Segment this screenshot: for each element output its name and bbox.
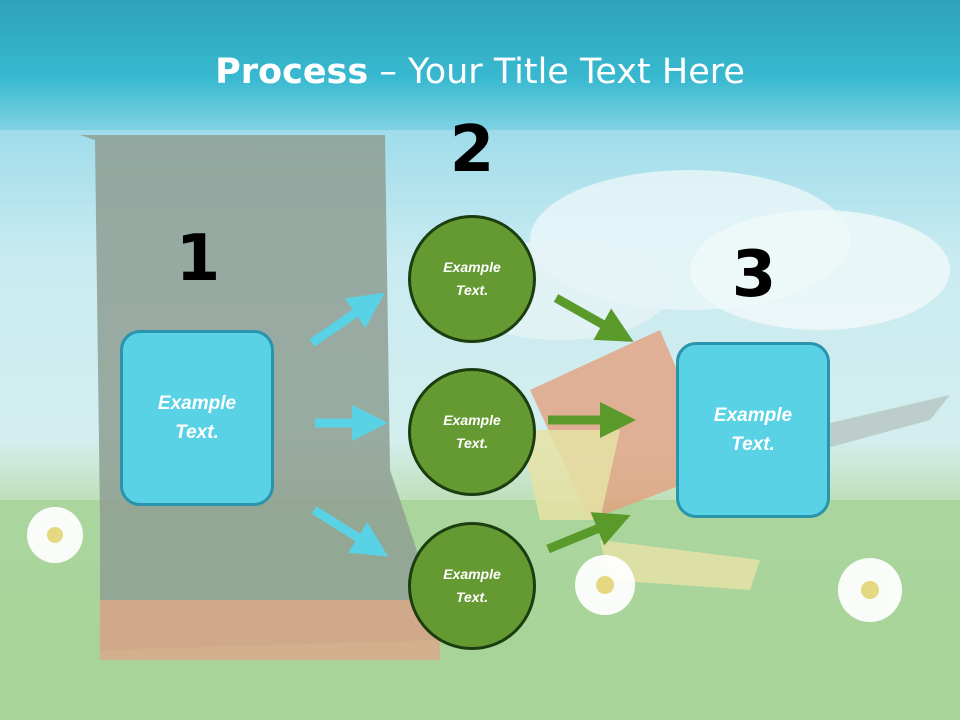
title-dash: – — [368, 52, 408, 92]
arrow-blue-up — [309, 292, 385, 347]
step-1-box[interactable]: Example Text. — [120, 330, 274, 506]
circle-top-text: Example Text. — [443, 259, 501, 298]
step-3-box[interactable]: Example Text. — [676, 342, 830, 518]
arrow-green-up — [546, 512, 631, 554]
step-2-circle-middle[interactable]: Example Text. — [408, 368, 536, 496]
circle-middle-text: Example Text. — [443, 412, 501, 451]
circle-bottom-text: Example Text. — [443, 566, 501, 605]
step-number-3: 3 — [731, 238, 777, 312]
title-rest: Your Title Text Here — [407, 52, 745, 92]
step-number-2: 2 — [449, 113, 495, 187]
arrow-green-down — [553, 294, 634, 342]
step-2-circle-bottom[interactable]: Example Text. — [408, 522, 536, 650]
title-bold: Process — [215, 52, 369, 92]
arrow-blue-down — [311, 506, 389, 557]
step-1-text: Example Text. — [157, 393, 237, 443]
slide-title: Process – Your Title Text Here — [0, 52, 960, 92]
step-number-1: 1 — [175, 222, 221, 296]
step-2-circle-top[interactable]: Example Text. — [408, 215, 536, 343]
title-banner — [0, 0, 960, 130]
step-3-text: Example Text. — [713, 405, 793, 455]
